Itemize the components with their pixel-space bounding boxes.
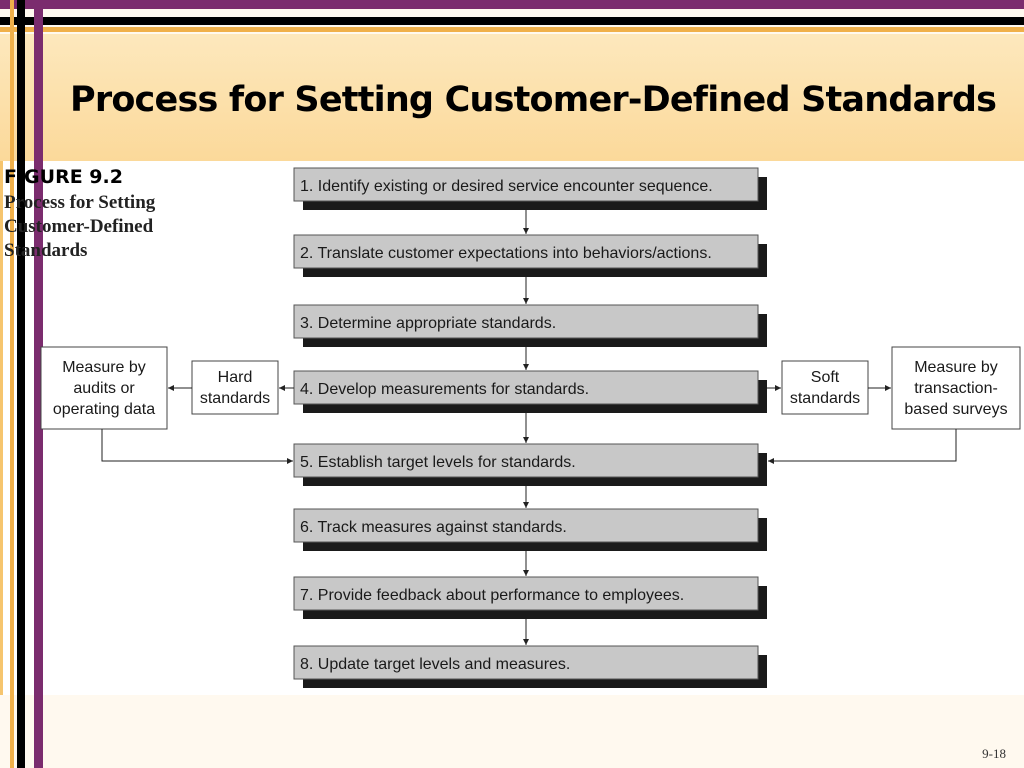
step-5-box [293, 443, 759, 478]
step-3-label: 3. Determine appropriate standards. [300, 315, 556, 332]
step-6-box [293, 508, 759, 543]
measure-surveys-box [891, 346, 1021, 430]
soft-standards-label-line-1: Soft [811, 369, 840, 386]
measure-audits-label-line-1: Measure by [62, 359, 146, 376]
step-1-box [293, 167, 759, 202]
figure-label: FIGURE 9.2 [4, 166, 123, 188]
step-4-label: 4. Develop measurements for standards. [300, 381, 589, 398]
measure-audits-label-line-3: operating data [53, 401, 155, 418]
soft-standards-label-line-2: standards [790, 390, 860, 407]
figure-title: Process for Setting Customer-Defined Sta… [4, 192, 156, 261]
measure-audits-box [40, 346, 168, 430]
step-2-label: 2. Translate customer expectations into … [300, 245, 712, 262]
left-black-bar [17, 0, 25, 768]
step-8-box [293, 645, 759, 680]
figure-panel-edge [0, 161, 3, 695]
top-purple-line [0, 0, 1024, 9]
header-band [0, 34, 1024, 161]
step-5-label: 5. Establish target levels for standards… [300, 454, 576, 471]
slide-title: Process for Setting Customer-Defined Sta… [70, 80, 997, 120]
left-purple-bar [34, 0, 43, 768]
hard-standards-box [191, 360, 279, 415]
hard-standards-label-line-1: Hard [218, 369, 253, 386]
step-1-label: 1. Identify existing or desired service … [300, 178, 713, 195]
measure-audits-label-line-2: audits or [73, 380, 135, 397]
connector-surveys-to-step5 [768, 429, 957, 464]
step-7-box [293, 576, 759, 611]
top-black-line [0, 17, 1024, 25]
measure-surveys-label-line-2: transaction- [914, 380, 998, 397]
page-number: 9-18 [982, 746, 1006, 761]
step-8-label: 8. Update target levels and measures. [300, 656, 570, 673]
top-gold-line [0, 27, 1024, 32]
step-3-box [293, 304, 759, 339]
measure-surveys-label-line-3: based surveys [904, 401, 1007, 418]
measure-surveys-label-line-1: Measure by [914, 359, 998, 376]
step-4-box [293, 370, 759, 405]
step-7-label: 7. Provide feedback about performance to… [300, 587, 684, 604]
hard-standards-label-line-2: standards [200, 390, 270, 407]
step-6-label: 6. Track measures against standards. [300, 519, 567, 536]
connector-audits-to-step5 [101, 429, 293, 464]
left-gold-bar [10, 0, 14, 768]
step-2-box [293, 234, 759, 269]
